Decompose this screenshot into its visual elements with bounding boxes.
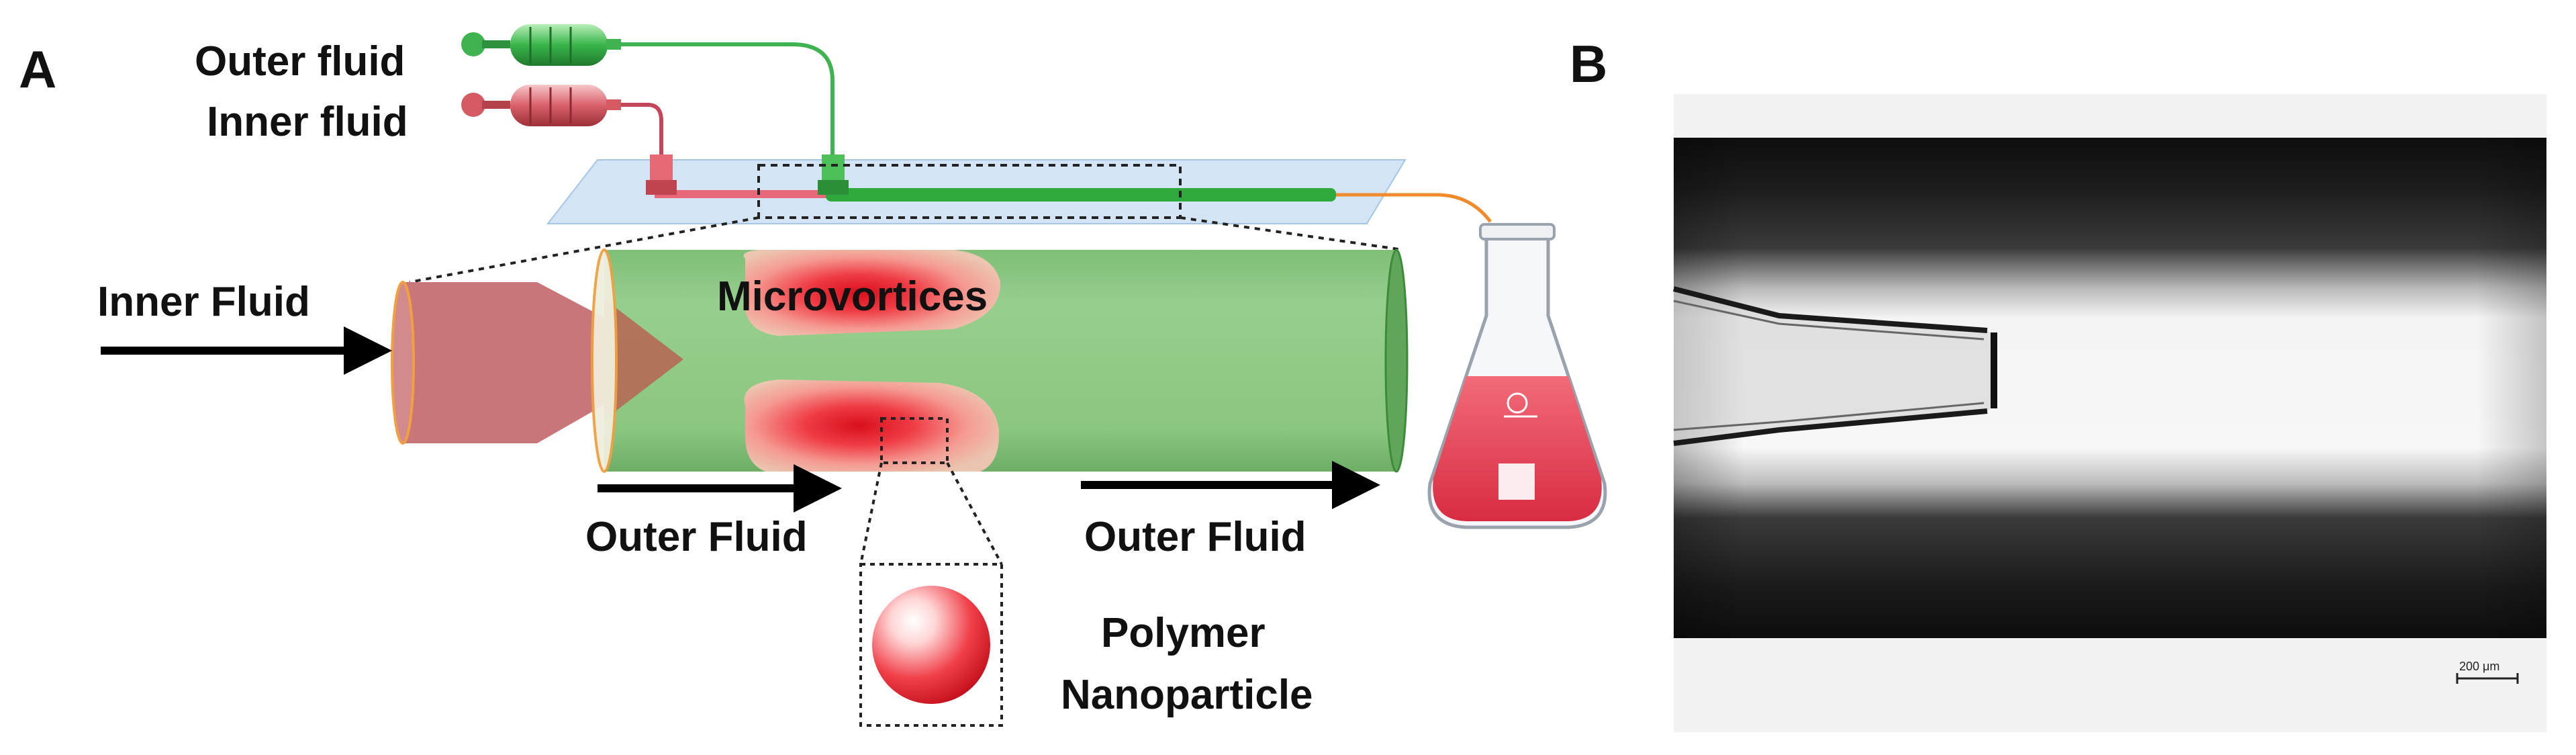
inner-needle-icon [646, 154, 677, 195]
microvortex-upper [743, 250, 1001, 336]
nanoparticle-box [859, 563, 1003, 727]
erlenmeyer-flask-icon [1427, 223, 1607, 529]
sphere-icon [872, 586, 990, 704]
main-channel [591, 249, 1409, 473]
inner-tubing [621, 103, 663, 154]
nanoparticle-label: Nanoparticle [1061, 672, 1313, 718]
outlet-tubing [1336, 193, 1492, 223]
outer-channel-line [826, 188, 1336, 202]
chip-zoom-box [757, 164, 1182, 219]
nanoparticle-zoom-box [880, 417, 949, 464]
inner-syringe-icon [461, 85, 621, 126]
outer-tubing [621, 42, 834, 154]
microvortex-lower [744, 380, 1000, 472]
inner-fluid-syringe-label: Inner fluid [207, 99, 408, 145]
polymer-label: Polymer [1101, 610, 1266, 656]
inner-channel-line [655, 190, 829, 198]
zoom-line-right [1180, 216, 1404, 251]
microvortices-label: Microvortices [717, 273, 988, 320]
micrograph [1673, 94, 2546, 732]
outer-fluid-syringe-label: Outer fluid [195, 38, 405, 85]
outer-fluid-label-left: Outer Fluid [585, 514, 808, 560]
outer-needle-icon [818, 154, 849, 195]
scale-bar-label: 200 μm [2459, 660, 2499, 673]
panel-a-letter: A [19, 40, 56, 99]
scale-bar [2456, 673, 2519, 684]
outer-syringe-icon [461, 24, 621, 66]
inner-fluid-label: Inner Fluid [97, 279, 310, 325]
particle-zoom-line-left [859, 462, 883, 565]
panel-b-letter: B [1570, 34, 1607, 93]
outer-fluid-label-right: Outer Fluid [1084, 514, 1306, 560]
particle-zoom-line-right [946, 462, 1003, 565]
